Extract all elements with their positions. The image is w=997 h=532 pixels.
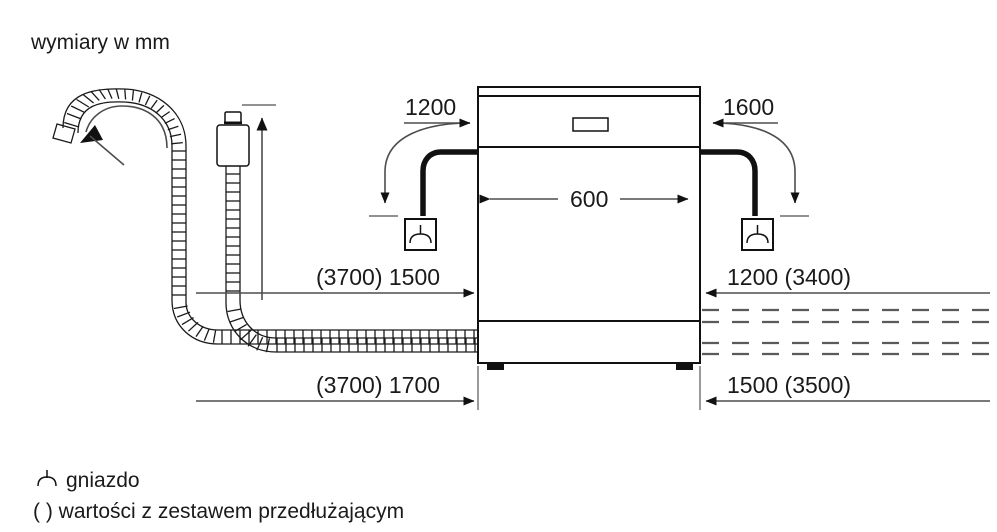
- socket-box-right: [741, 218, 774, 251]
- aqua-stop-valve: [216, 111, 250, 300]
- width-dimension-label: 600: [570, 186, 608, 212]
- socket-icon: [37, 470, 57, 487]
- hidden-hose-lines-right: [702, 308, 990, 356]
- dimension-mid-left-label: (3700) 1500: [316, 264, 440, 290]
- legend-paren-label: ( ) wartości z zestawem przedłużającym: [33, 500, 404, 523]
- dimension-mid-left: (3700) 1500: [196, 264, 475, 298]
- drain-hose-hook: [52, 88, 187, 300]
- hose-run-lower: [225, 299, 478, 353]
- dimension-1200-left-label: 1200: [405, 94, 456, 120]
- socket-box-left: [404, 218, 437, 251]
- dimension-1600-right: 1600: [712, 94, 809, 217]
- dimension-mid-right-label: 1200 (3400): [727, 264, 851, 290]
- left-power-cable: [420, 149, 478, 216]
- appliance-body: [477, 86, 701, 370]
- dimension-bottom-left: (3700) 1700: [196, 366, 479, 410]
- valve-height-reference: [242, 104, 276, 300]
- page-title: wymiary w mm: [30, 31, 170, 54]
- legend-socket-label: gniazdo: [66, 469, 140, 492]
- dimension-1200-left: 1200: [369, 94, 471, 217]
- dimension-mid-right: 1200 (3400): [705, 264, 990, 298]
- dimension-1600-right-label: 1600: [723, 94, 774, 120]
- dimension-bottom-left-label: (3700) 1700: [316, 372, 440, 398]
- right-power-cable: [700, 149, 758, 216]
- dimension-bottom-right-label: 1500 (3500): [727, 372, 851, 398]
- width-dimension-600: 600: [479, 183, 689, 214]
- dimension-bottom-right: 1500 (3500): [699, 366, 990, 410]
- legend: gniazdo ( ) wartości z zestawem przedłuż…: [33, 469, 404, 523]
